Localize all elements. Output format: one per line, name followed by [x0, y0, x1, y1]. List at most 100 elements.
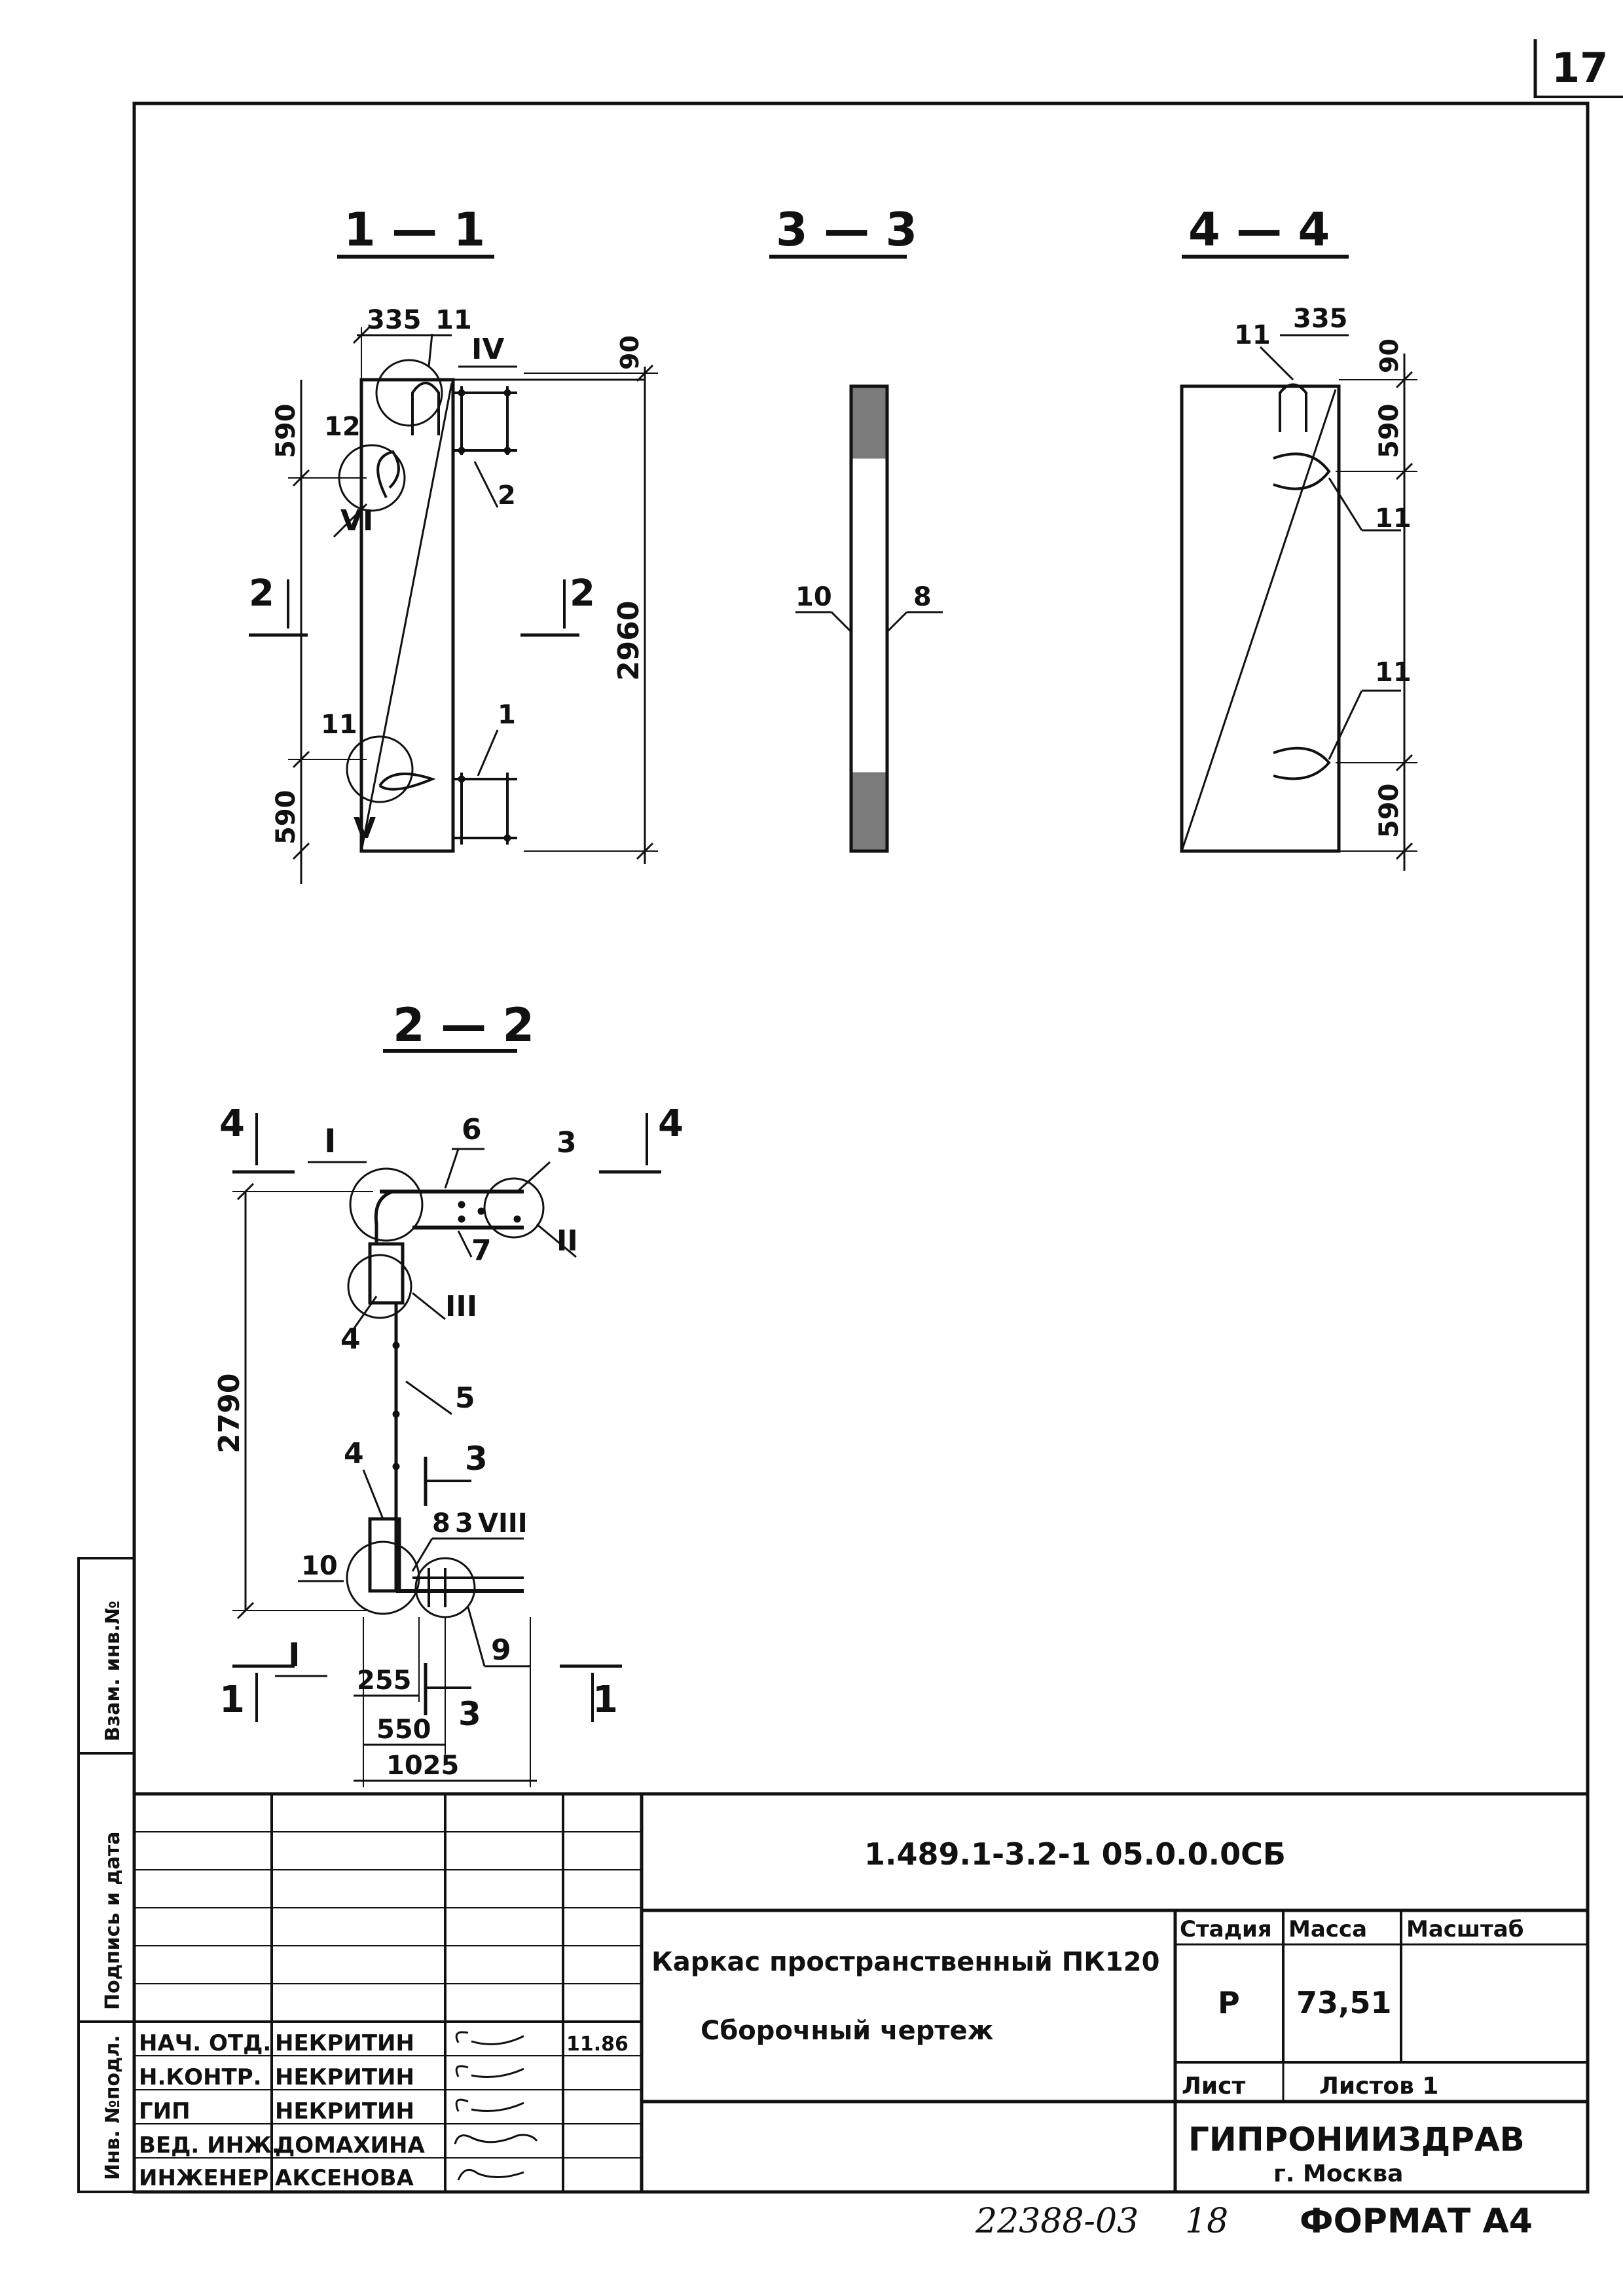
dim-tick — [1395, 371, 1413, 389]
signature — [455, 2031, 524, 2045]
mesh-hatch — [850, 386, 888, 459]
ref-i-top: I — [324, 1122, 337, 1160]
rebar-dot — [458, 389, 465, 397]
pos-11-bot: 11 — [321, 710, 357, 740]
leader-line — [333, 503, 368, 538]
side-stamp: Инв. №подл. Подпись и дата Взам. инв.№ — [77, 1557, 136, 2193]
rebar-dot — [503, 389, 511, 397]
leader-line — [536, 1223, 577, 1258]
pos-11-c: 11 — [1375, 657, 1412, 687]
signer-name: НЕКРИТИН — [275, 2064, 414, 2090]
side-stamp-inv-podl: Инв. №подл. — [101, 2035, 124, 2180]
pos-11-a: 11 — [1234, 320, 1271, 350]
stadia-value: Р — [1218, 1985, 1240, 2020]
dim-590-top: 590 — [271, 404, 301, 459]
signer-role: НАЧ. ОТД. — [139, 2030, 271, 2056]
dim-590-bot-44: 590 — [1374, 784, 1404, 839]
section-title-1-1: 1 — 1 — [344, 203, 485, 257]
detail-circle-iii — [347, 1254, 412, 1319]
cut-3-bot: 3 — [458, 1695, 481, 1733]
masshtab-header: Масштаб — [1406, 1916, 1523, 1942]
diagonal-line — [360, 382, 453, 852]
leader-line — [467, 1607, 486, 1667]
lifting-loop — [1273, 746, 1331, 780]
lifting-loop — [378, 773, 436, 791]
ref-iv: IV — [471, 333, 504, 366]
pos-6: 6 — [462, 1113, 482, 1146]
leader-line — [444, 1148, 460, 1189]
element-outline — [1180, 384, 1341, 853]
signer-role: ВЕД. ИНЖ. — [139, 2132, 280, 2159]
sheet-number: 17 — [1552, 44, 1608, 92]
lifting-loop — [411, 382, 440, 435]
cut-2-right: 2 — [570, 572, 595, 615]
web-bottom-cage — [368, 1517, 401, 1593]
massa-value: 73,51 — [1296, 1985, 1392, 2020]
pos-10: 10 — [795, 582, 832, 612]
rebar-dot — [392, 1341, 400, 1349]
dim-tick — [236, 1601, 255, 1620]
signature — [454, 2134, 538, 2145]
lifting-loop — [376, 450, 400, 498]
dim-tick — [236, 1182, 255, 1201]
detail-circle-i-bot — [346, 1540, 420, 1615]
page-number: 18 — [1185, 2202, 1228, 2241]
pos-4-top: 4 — [340, 1322, 361, 1356]
ref-ii: II — [556, 1224, 578, 1258]
leader-line — [473, 461, 499, 508]
pos-10-22: 10 — [301, 1551, 338, 1581]
section-title-2-2: 2 — 2 — [393, 998, 534, 1052]
section-3-3: 3 — 3 10 8 — [769, 203, 943, 853]
mesh-hatch — [850, 772, 888, 852]
leader-line — [412, 1292, 446, 1321]
section-2-2: 2 — 2 4 4 I 6 — [213, 998, 684, 1787]
rebar-dot — [477, 1207, 485, 1215]
dim-tick — [352, 326, 371, 344]
rebar-dot — [513, 1215, 521, 1223]
signature — [455, 2098, 524, 2112]
lifting-loop — [1273, 452, 1331, 490]
corner-bar — [374, 1190, 393, 1244]
leader-line — [457, 1230, 473, 1258]
signature — [457, 2168, 524, 2181]
pos-1: 1 — [498, 700, 516, 730]
leader-line — [352, 1296, 378, 1330]
inv-number: 22388-03 — [975, 2202, 1139, 2241]
rebar-dot — [458, 1215, 465, 1223]
cut-1-left: 1 — [219, 1679, 245, 1721]
rebar-dot — [503, 834, 511, 842]
dim-tick — [636, 842, 654, 860]
dim-590-bot: 590 — [271, 790, 301, 845]
signer-name: ДОМАХИНА — [275, 2132, 425, 2159]
dim-335: 335 — [367, 305, 422, 335]
rebar-dot — [458, 1201, 465, 1209]
dim-1025: 1025 — [386, 1751, 459, 1781]
signer-date: 11.86 — [566, 2033, 629, 2056]
doc-code: 1.489.1-3.2-1 05.0.0.0СБ — [864, 1836, 1286, 1872]
format-label: ФОРМАТ А4 — [1300, 2202, 1533, 2241]
leader-line — [830, 611, 852, 633]
dim-2960: 2960 — [612, 601, 646, 681]
leader-line — [886, 611, 908, 633]
leader-line — [477, 729, 499, 776]
section-title-4-4: 4 — 4 — [1188, 203, 1330, 257]
org-city: г. Москва — [1273, 2160, 1403, 2187]
signer-name: АКСЕНОВА — [275, 2165, 414, 2191]
signature — [455, 2065, 524, 2078]
pos-2: 2 — [498, 481, 516, 511]
dim-335-44: 335 — [1293, 304, 1348, 334]
pos-11-b: 11 — [1375, 503, 1412, 534]
pos-8-22: 8 — [432, 1508, 450, 1539]
rebar-dot — [458, 446, 465, 454]
rebar-dot — [503, 446, 511, 454]
pos-9: 9 — [491, 1633, 511, 1667]
section-1-1: 1 — 1 335 11 — [249, 203, 658, 884]
diagonal-line — [1180, 389, 1337, 852]
leader-line — [405, 1380, 452, 1415]
rebar-dot — [392, 1463, 400, 1470]
org-name: ГИПРОНИИЗДРАВ — [1188, 2121, 1525, 2159]
pos-3b-22: 3 — [455, 1508, 473, 1539]
ref-i-bot: I — [288, 1636, 301, 1674]
title-line-1: Каркас пространственный ПК120 — [651, 1947, 1159, 1977]
